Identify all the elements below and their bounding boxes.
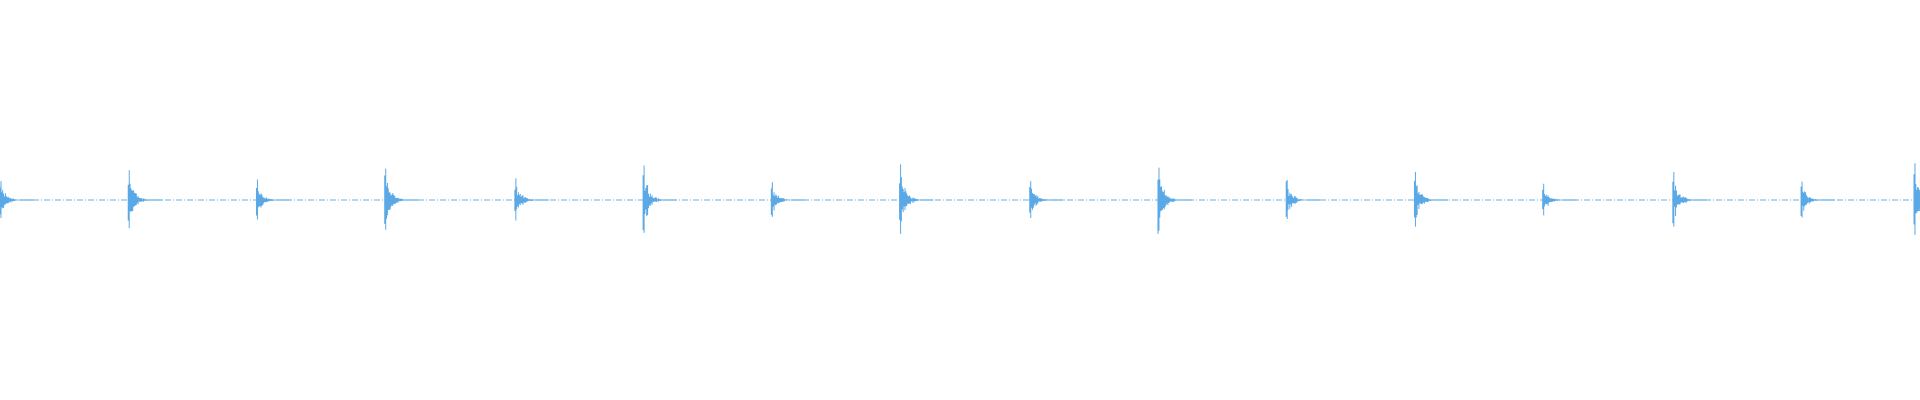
- waveform-burst-path: [899, 164, 919, 234]
- waveform-burst: [255, 179, 291, 220]
- waveform-burst-path: [642, 165, 663, 233]
- waveform-burst-path: [1413, 171, 1434, 227]
- waveform-graph: [0, 163, 1920, 235]
- waveform-burst-path: [1913, 163, 1920, 235]
- waveform-burst: [770, 182, 806, 217]
- waveform-burst-path: [255, 179, 276, 220]
- waveform-burst: [127, 170, 163, 229]
- waveform-burst: [1672, 171, 1707, 227]
- waveform-burst-path: [384, 168, 405, 230]
- waveform-burst-path: [1542, 183, 1563, 216]
- waveform-burst-path: [514, 178, 535, 221]
- waveform-burst: [1285, 180, 1321, 219]
- waveform-burst: [384, 168, 419, 230]
- waveform-burst-path: [770, 182, 791, 217]
- waveform-burst-path: [127, 170, 148, 229]
- waveform-burst: [1913, 163, 1920, 235]
- waveform-burst: [1029, 181, 1064, 218]
- waveform-burst: [1157, 167, 1192, 234]
- waveform-burst: [899, 164, 934, 234]
- waveform-burst-path: [1672, 171, 1693, 227]
- waveform-burst-path: [0, 181, 20, 218]
- waveform-burst: [642, 165, 677, 233]
- waveform-burst: [1542, 183, 1577, 216]
- waveform-burst-path: [1800, 181, 1821, 218]
- waveform-burst-path: [1029, 181, 1050, 218]
- waveform-burst: [1800, 181, 1835, 218]
- waveform-burst-path: [1285, 180, 1306, 219]
- waveform-burst-path: [1157, 167, 1178, 234]
- waveform-burst: [514, 178, 549, 221]
- waveform-burst: [0, 181, 34, 218]
- waveform-burst: [1413, 171, 1449, 227]
